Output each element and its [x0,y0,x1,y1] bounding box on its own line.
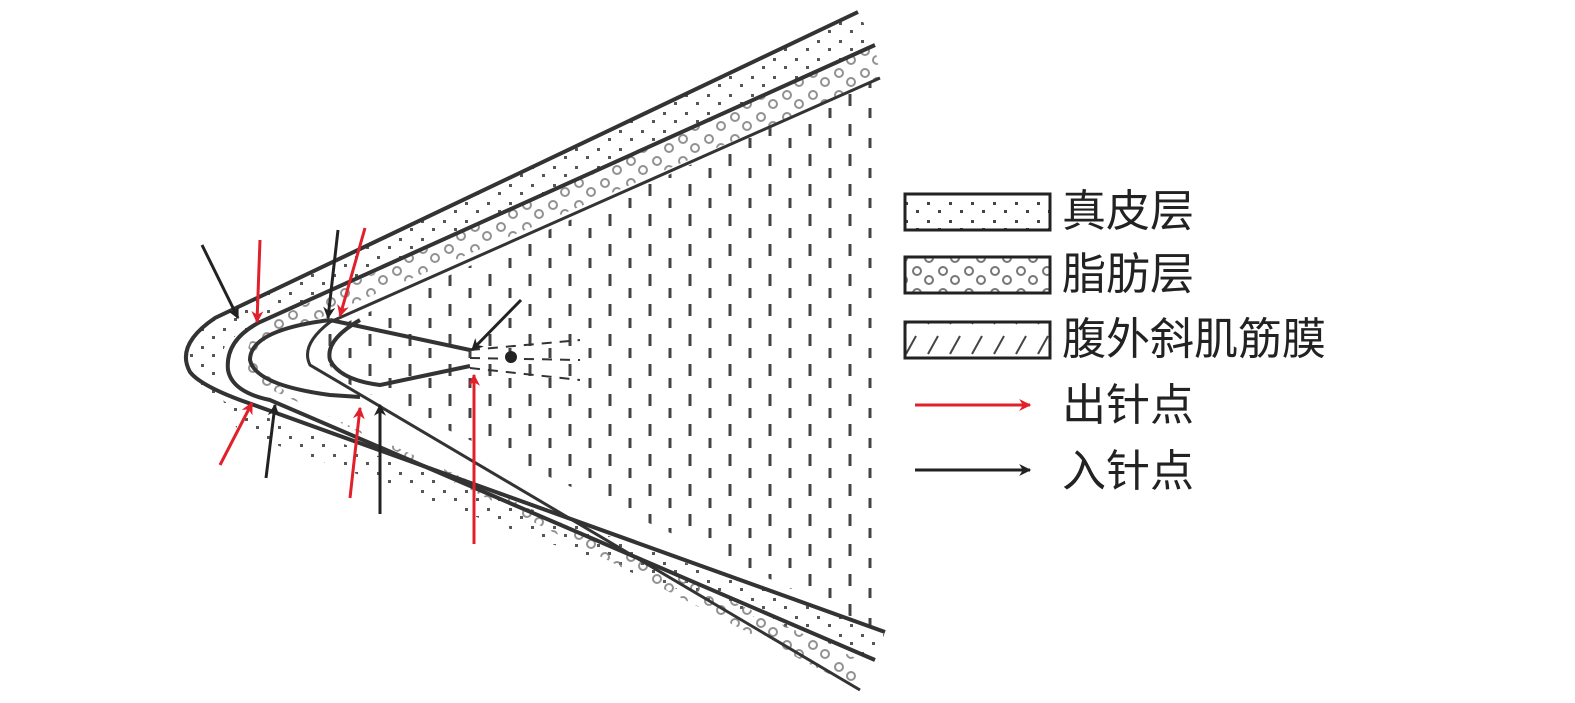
exit-arrow [218,401,254,466]
legend-label-dermis: 真皮层 [1062,186,1194,237]
legend-swatches [903,192,1052,476]
layer-lines [184,10,886,692]
legend-label-exit-point: 出针点 [1062,380,1194,431]
legend-swatch-dermis [903,192,1052,232]
entry-arrow [200,244,240,320]
entry-arrow [470,298,523,352]
legend-label-fat: 脂肪层 [1062,249,1194,300]
exit-arrow [251,239,264,324]
legend-swatch-fat [903,255,1052,295]
fascia-region [326,78,881,630]
legend-label-entry-point: 入针点 [1062,446,1194,497]
legend-label-fascia: 腹外斜肌筋膜 [1062,314,1326,365]
entry-arrow [323,229,340,320]
exit-arrow [337,227,367,318]
exit-arrow [348,406,365,499]
legend-swatch-fascia [903,320,1052,360]
entry-arrow [264,403,280,479]
dermis-band [185,12,886,660]
